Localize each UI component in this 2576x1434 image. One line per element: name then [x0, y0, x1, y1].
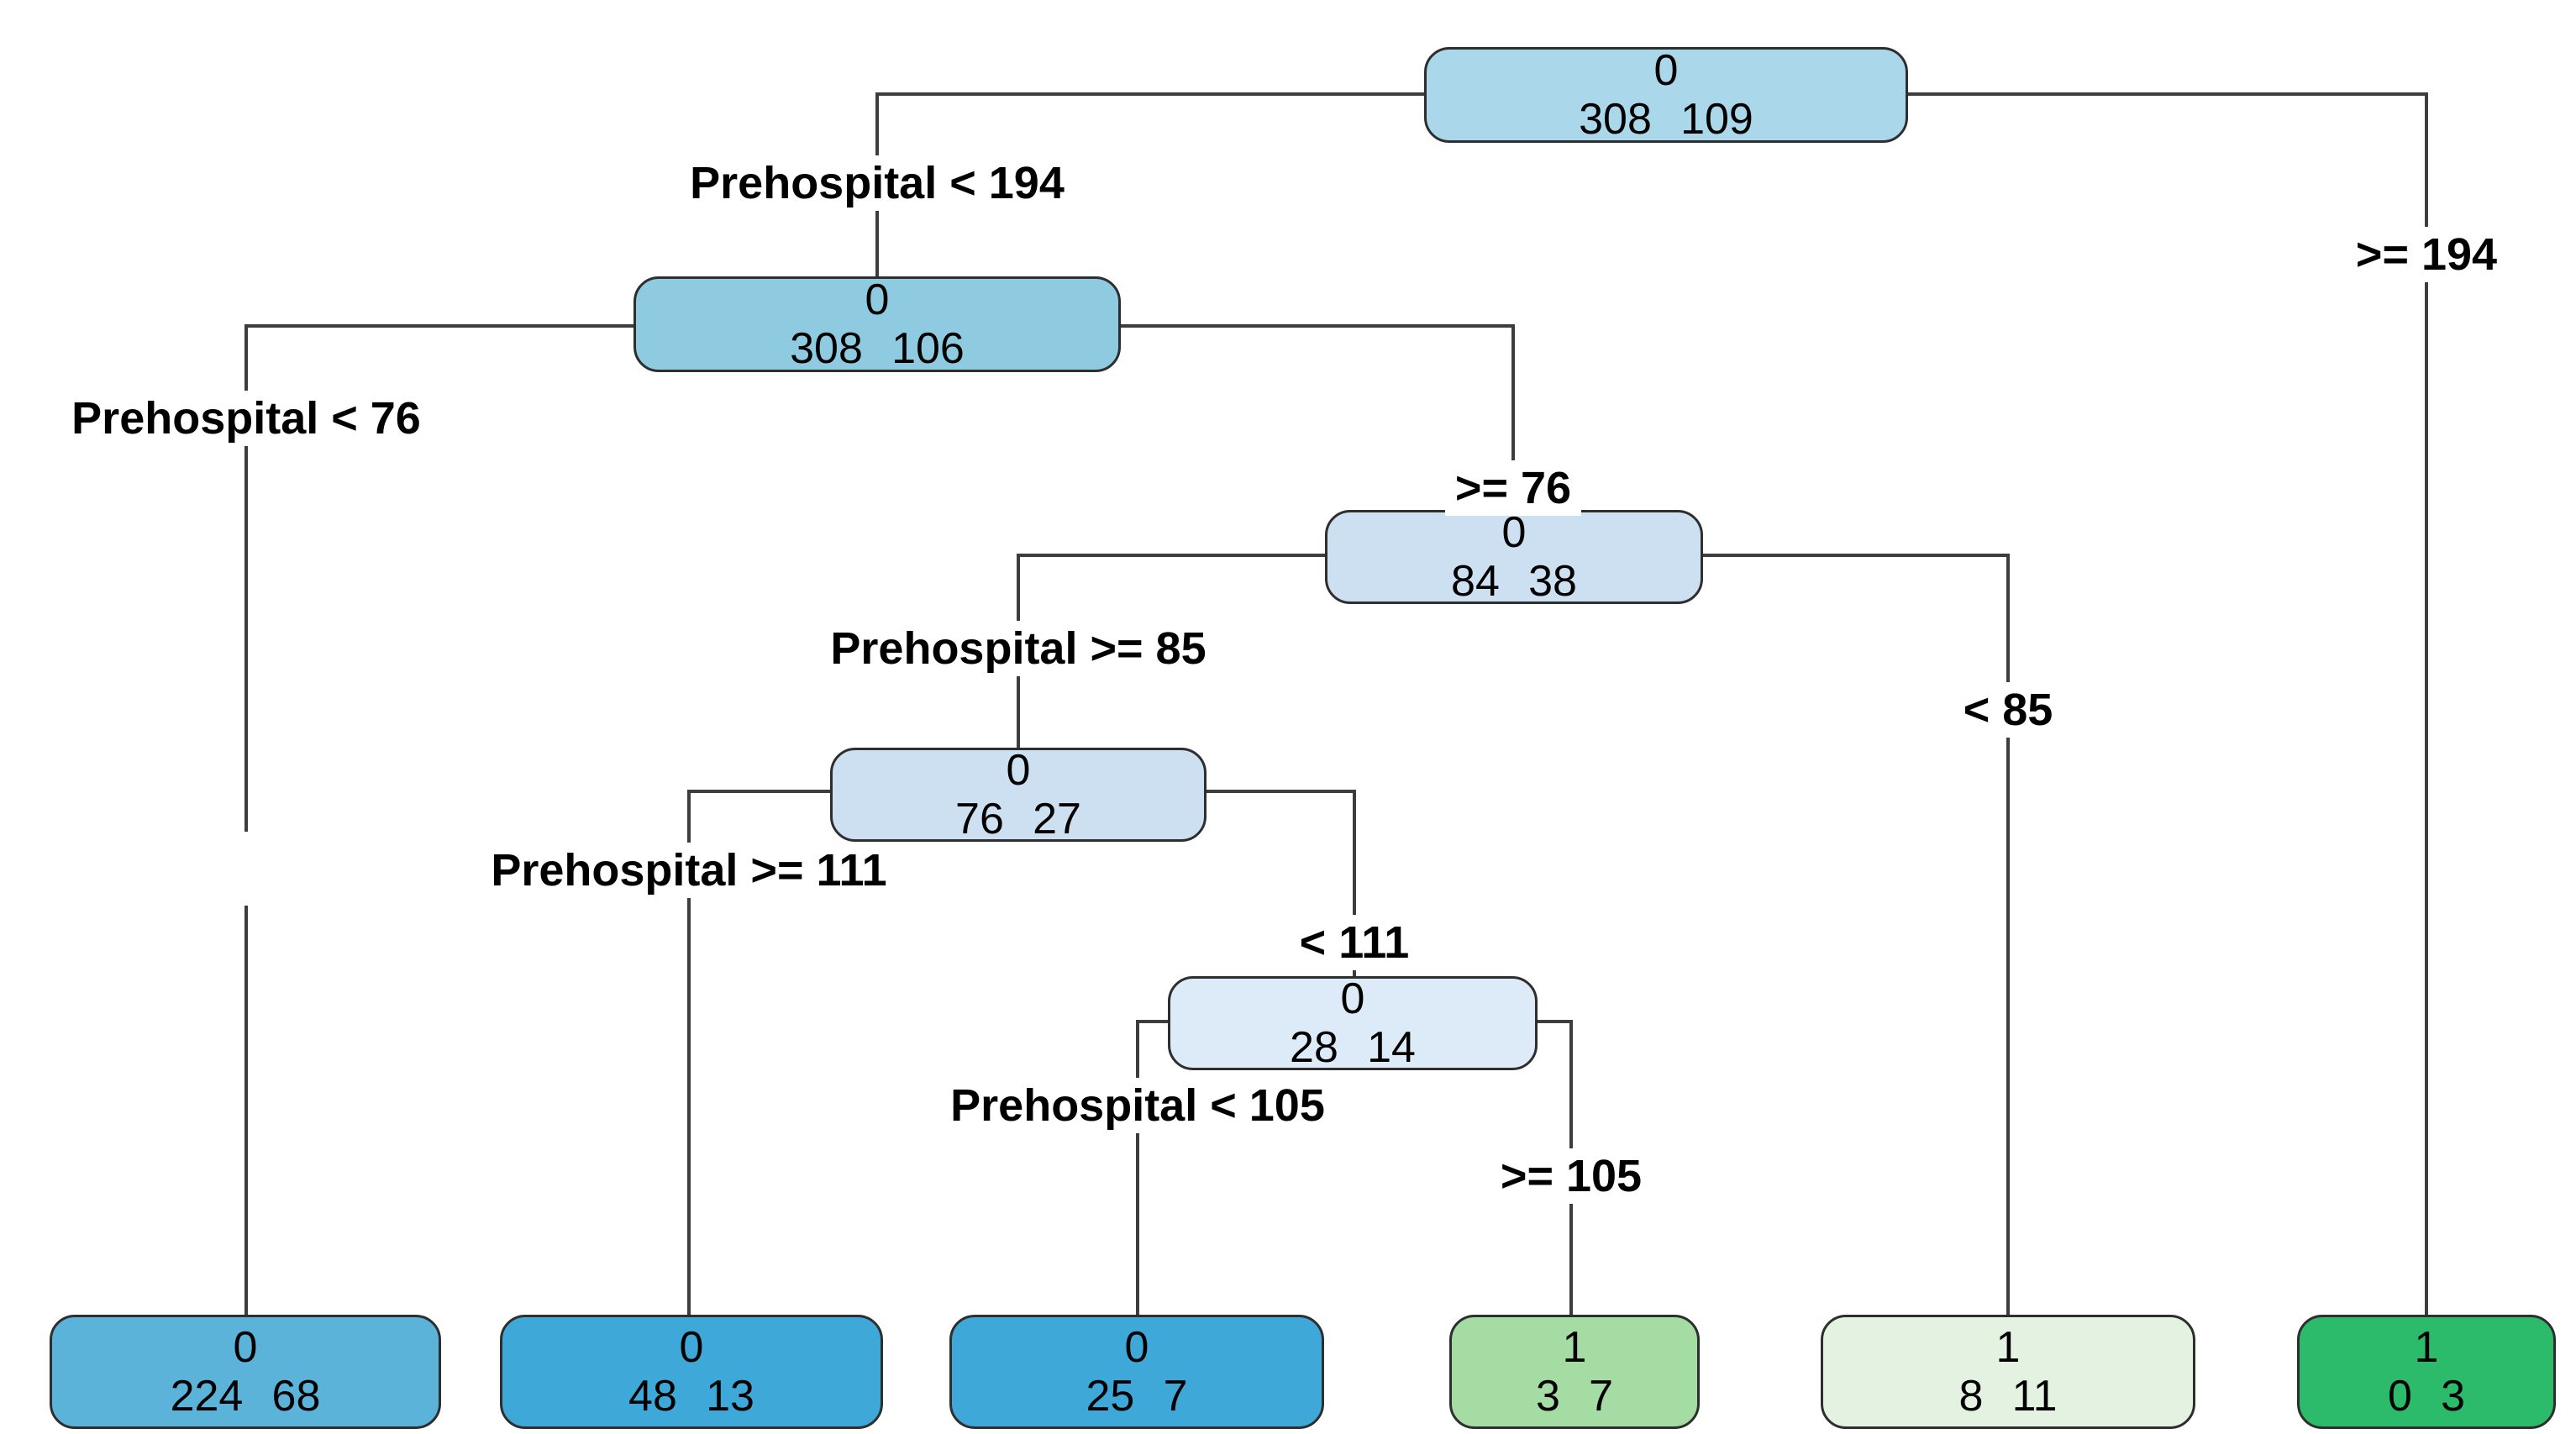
- branch-line: [1703, 554, 2008, 557]
- node-class-label: 1: [2414, 1322, 2439, 1372]
- node-class-label: 1: [1995, 1322, 2021, 1372]
- leaf-node-prehospital-ge-111: 0 48 13: [500, 1315, 883, 1429]
- branch-line: [1138, 1020, 1171, 1023]
- branch-line: [2006, 554, 2010, 1315]
- branch-line: [244, 906, 248, 1315]
- node-class-label: 0: [865, 275, 890, 324]
- node-counts: 25 7: [1086, 1372, 1188, 1421]
- leaf-node-prehospital-ge-105: 1 3 7: [1449, 1315, 1700, 1429]
- tree-node-prehospital-ge-85: 0 76 27: [830, 745, 1207, 843]
- leaf-node-prehospital-lt-85: 1 8 11: [1821, 1315, 2195, 1429]
- branch-line: [1121, 324, 1513, 328]
- node-counts: 48 13: [628, 1372, 754, 1421]
- node-class-label: 0: [1501, 507, 1527, 557]
- node-counts: 224 68: [170, 1372, 321, 1421]
- split-label-prehospital-lt-194: Prehospital < 194: [680, 155, 1075, 211]
- leaf-node-prehospital-lt-105: 0 25 7: [949, 1315, 1324, 1429]
- node-class-label: 0: [1124, 1322, 1149, 1372]
- node-counts: 28 14: [1290, 1023, 1416, 1072]
- split-label-prehospital-lt-105: Prehospital < 105: [940, 1078, 1335, 1133]
- branch-line: [687, 790, 691, 1315]
- tree-node-prehospital-lt-194: 0 308 106: [633, 275, 1121, 373]
- tree-node-prehospital-lt-111: 0 28 14: [1168, 974, 1538, 1072]
- node-counts: 308 109: [1579, 95, 1753, 144]
- split-label-lt-111: < 111: [1289, 915, 1420, 970]
- branch-line: [689, 790, 830, 793]
- split-label-prehospital-ge-111: Prehospital >= 111: [481, 843, 897, 898]
- node-class-label: 0: [1653, 45, 1679, 95]
- split-label-ge-194: >= 194: [2345, 227, 2508, 282]
- node-counts: 84 38: [1451, 557, 1577, 606]
- node-class-label: 1: [1562, 1322, 1587, 1372]
- branch-line: [246, 324, 633, 328]
- branch-line: [244, 324, 248, 832]
- branch-line: [1207, 790, 1354, 793]
- branch-line: [1136, 1020, 1139, 1315]
- node-counts: 76 27: [955, 795, 1081, 843]
- node-counts: 3 7: [1535, 1372, 1614, 1421]
- branch-line: [1353, 790, 1356, 976]
- tree-node-prehospital-ge-76: 0 84 38: [1325, 507, 1703, 606]
- split-label-prehospital-lt-76: Prehospital < 76: [61, 391, 431, 446]
- branch-line: [2425, 92, 2428, 1315]
- node-counts: 8 11: [1958, 1372, 2058, 1421]
- node-class-label: 0: [1006, 745, 1031, 795]
- leaf-node-prehospital-ge-194: 1 0 3: [2297, 1315, 2556, 1429]
- node-counts: 308 106: [790, 324, 965, 373]
- node-class-label: 0: [679, 1322, 704, 1372]
- branch-line: [877, 92, 1424, 96]
- leaf-node-prehospital-lt-76: 0 224 68: [50, 1315, 441, 1429]
- node-class-label: 0: [233, 1322, 258, 1372]
- branch-line: [1535, 1020, 1573, 1023]
- branch-line: [1908, 92, 2426, 96]
- split-label-prehospital-ge-85: Prehospital >= 85: [820, 621, 1217, 676]
- tree-node-root: 0 308 109: [1424, 45, 1908, 144]
- node-counts: 0 3: [2387, 1372, 2466, 1421]
- branch-line: [1018, 554, 1325, 557]
- split-label-ge-76: >= 76: [1444, 460, 1582, 516]
- split-label-ge-105: >= 105: [1490, 1148, 1653, 1204]
- node-class-label: 0: [1340, 974, 1365, 1023]
- branch-line: [1511, 324, 1515, 510]
- split-label-lt-85: < 85: [1953, 682, 2063, 738]
